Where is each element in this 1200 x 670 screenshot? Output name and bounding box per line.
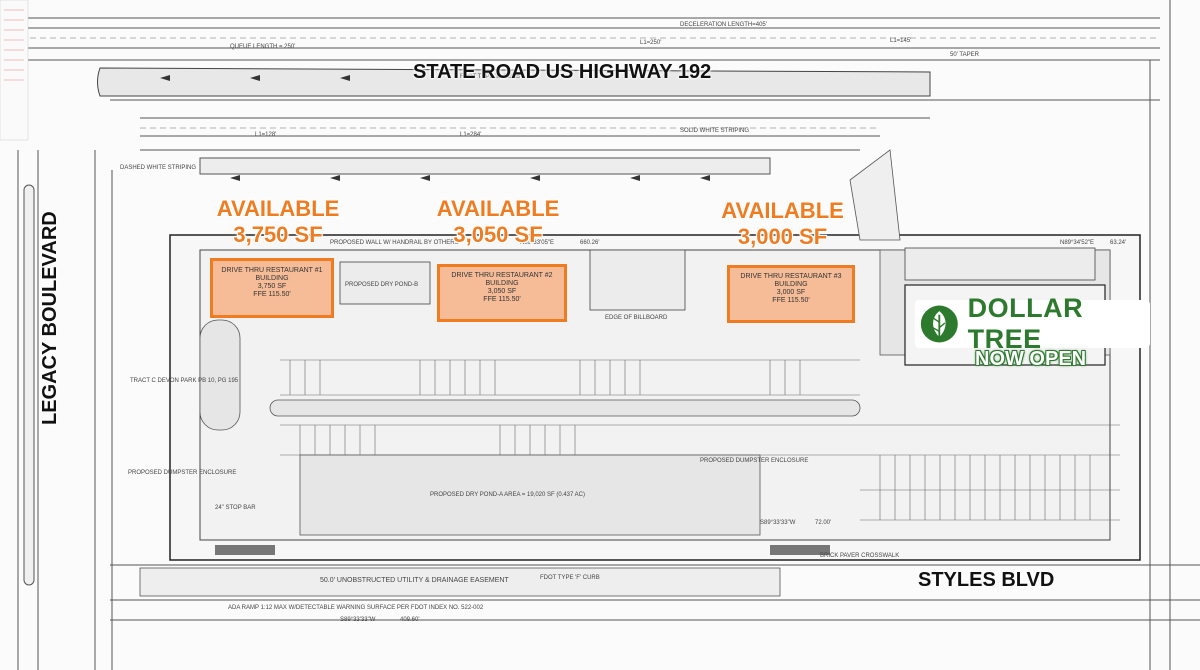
bearing-top: N89°33'05"E <box>520 240 555 246</box>
l145-note: L1=145' <box>890 38 912 44</box>
bearing-top-length: 660.26' <box>580 240 600 246</box>
tract-note: TRACT C DEVON PARK PB 10, PG 195 <box>130 378 239 384</box>
styles-blvd-label: STYLES BLVD <box>918 569 1055 591</box>
dumpster-left-note: PROPOSED DUMPSTER ENCLOSURE <box>128 470 237 476</box>
curb-f-note: FDOT TYPE 'F' CURB <box>540 575 600 581</box>
building-3-area: 3,000 SF <box>776 289 806 297</box>
building-restaurant-1: DRIVE THRU RESTAURANT #1 BUILDING 3,750 … <box>210 258 334 318</box>
available-1-status: AVAILABLE <box>216 196 340 221</box>
available-callout-3: AVAILABLE 3,000 SF <box>710 200 855 252</box>
dollar-tree-logo: DOLLAR TREE <box>915 293 1150 354</box>
queue-note: QUEUE LENGTH = 250' <box>230 44 296 50</box>
dry-pond-b-note: PROPOSED DRY POND-B <box>345 282 419 288</box>
l128-note: L1=128' <box>255 132 277 138</box>
building-restaurant-2: DRIVE THRU RESTAURANT #2 BUILDING 3,050 … <box>437 264 567 322</box>
building-2-name: DRIVE THRU RESTAURANT #2 BUILDING <box>451 272 553 288</box>
legacy-boulevard-label: LEGACY BOULEVARD <box>39 211 61 425</box>
building-2-ffe: FFE 115.50' <box>483 296 521 304</box>
l250-note: L1=250' <box>640 40 662 46</box>
proposed-wall-note: PROPOSED WALL W/ HANDRAIL BY OTHERS <box>330 240 459 246</box>
dry-pond-a-note: PROPOSED DRY POND-A AREA = 19,020 SF (0.… <box>430 492 586 498</box>
taper-note: 50' TAPER <box>950 52 979 58</box>
dashed-striping-note: DASHED WHITE STRIPING <box>120 165 197 171</box>
bearing-mid-length: 72.00' <box>815 520 832 526</box>
building-3-name: DRIVE THRU RESTAURANT #3 BUILDING <box>740 273 842 289</box>
bearing-bottom-length: 409.60' <box>400 617 420 623</box>
bearing-mid: S89°33'33"W <box>760 520 796 526</box>
brick-paver-note: BRICK PAVER CROSSWALK <box>820 553 900 559</box>
now-open-label: NOW OPEN <box>975 348 1087 370</box>
available-2-area: 3,050 SF <box>453 222 543 247</box>
building-2-area: 3,050 SF <box>487 288 517 296</box>
dumpster-mid-note: PROPOSED DUMPSTER ENCLOSURE <box>700 458 809 464</box>
curb-note: FDOT TYPE 'E' CURB <box>460 74 521 80</box>
building-1-area: 3,750 SF <box>257 283 287 291</box>
available-3-status: AVAILABLE <box>721 198 844 223</box>
building-restaurant-3: DRIVE THRU RESTAURANT #3 BUILDING 3,000 … <box>727 265 855 323</box>
building-1-name: DRIVE THRU RESTAURANT #1 BUILDING <box>221 267 323 283</box>
available-3-area: 3,000 SF <box>737 224 828 249</box>
solid-striping-note: SOLID WHITE STRIPING <box>680 128 750 134</box>
dollar-tree-name: DOLLAR TREE <box>967 293 1084 354</box>
available-callout-2: AVAILABLE 3,050 SF <box>428 198 568 250</box>
dollar-tree-leaf-icon <box>920 305 958 343</box>
building-3-ffe: FFE 115.50' <box>772 297 810 305</box>
billboard-note: EDGE OF BILLBOARD <box>605 315 668 321</box>
available-2-status: AVAILABLE <box>436 196 560 221</box>
l284-note: L1=284' <box>460 132 482 138</box>
stop-bar-note: 24" STOP BAR <box>215 505 256 511</box>
easement-note: 50.0' UNOBSTRUCTED UTILITY & DRAINAGE EA… <box>320 577 509 584</box>
bearing-right: N89°34'52"E <box>1060 240 1095 246</box>
bearing-bottom: S89°33'33"W <box>340 617 376 623</box>
available-callout-1: AVAILABLE 3,750 SF <box>208 198 348 250</box>
ada-ramp-note: ADA RAMP 1:12 MAX W/DETECTABLE WARNING S… <box>228 605 484 611</box>
available-1-area: 3,750 SF <box>233 222 323 247</box>
deceleration-note: DECELERATION LENGTH=405' <box>680 22 767 28</box>
highway-label: STATE ROAD US HIGHWAY 192 <box>413 61 712 83</box>
building-1-ffe: FFE 115.50' <box>253 291 291 299</box>
bearing-right-length: 63.24' <box>1110 240 1127 246</box>
